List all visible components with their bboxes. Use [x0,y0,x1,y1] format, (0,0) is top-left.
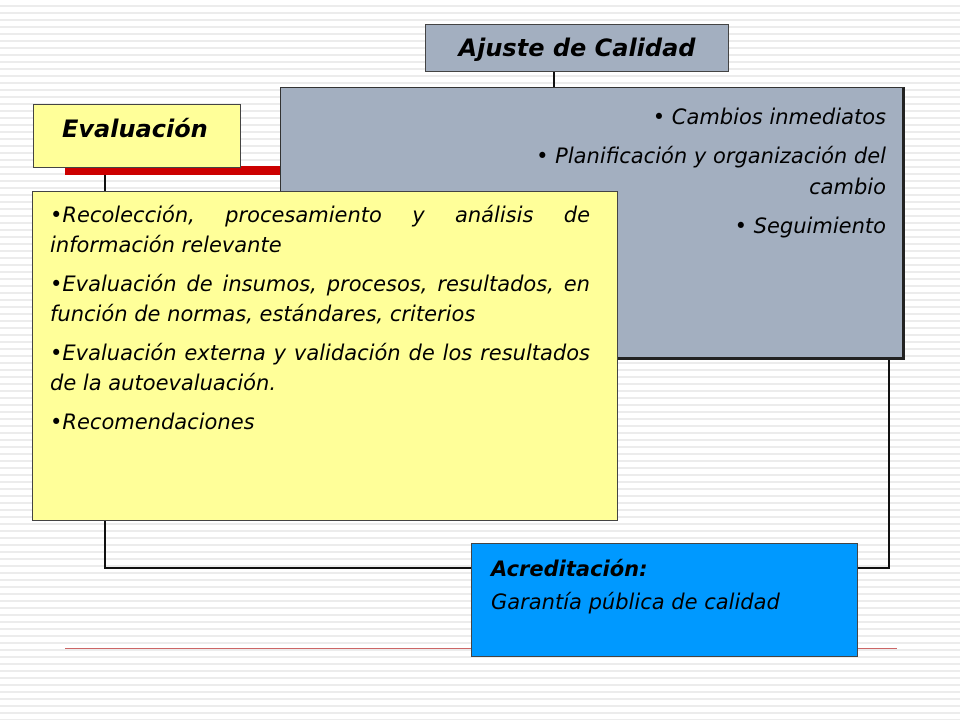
evaluacion-details-panel: •Recolección, procesamiento y análisis d… [32,191,618,521]
evaluacion-item: •Recomendaciones [50,410,255,434]
ajuste-calidad-title: Ajuste de Calidad [458,34,696,62]
red-accent-bar [65,166,281,175]
ajuste-item: • Planificación y organización del cambi… [536,144,886,199]
evaluacion-title: Evaluación [62,115,208,143]
acreditacion-title: Acreditación: [491,557,648,581]
acreditacion-box: Acreditación: Garantía pública de calida… [471,543,858,657]
connector-title-down [553,72,555,88]
evaluacion-item: •Evaluación externa y validación de los … [50,341,590,395]
ajuste-items-list: • Cambios inmediatos • Planificación y o… [416,102,886,250]
ajuste-item: • Seguimiento [734,214,886,238]
ajuste-calidad-box: Ajuste de Calidad [425,24,729,72]
ajuste-item: • Cambios inmediatos [652,105,886,129]
connector-right-vertical [888,358,890,569]
evaluacion-item: •Evaluación de insumos, procesos, result… [50,272,590,326]
evaluacion-item: •Recolección, procesamiento y análisis d… [50,203,590,257]
acreditacion-subtitle: Garantía pública de calidad [491,590,780,614]
evaluacion-box: Evaluación [33,104,241,168]
